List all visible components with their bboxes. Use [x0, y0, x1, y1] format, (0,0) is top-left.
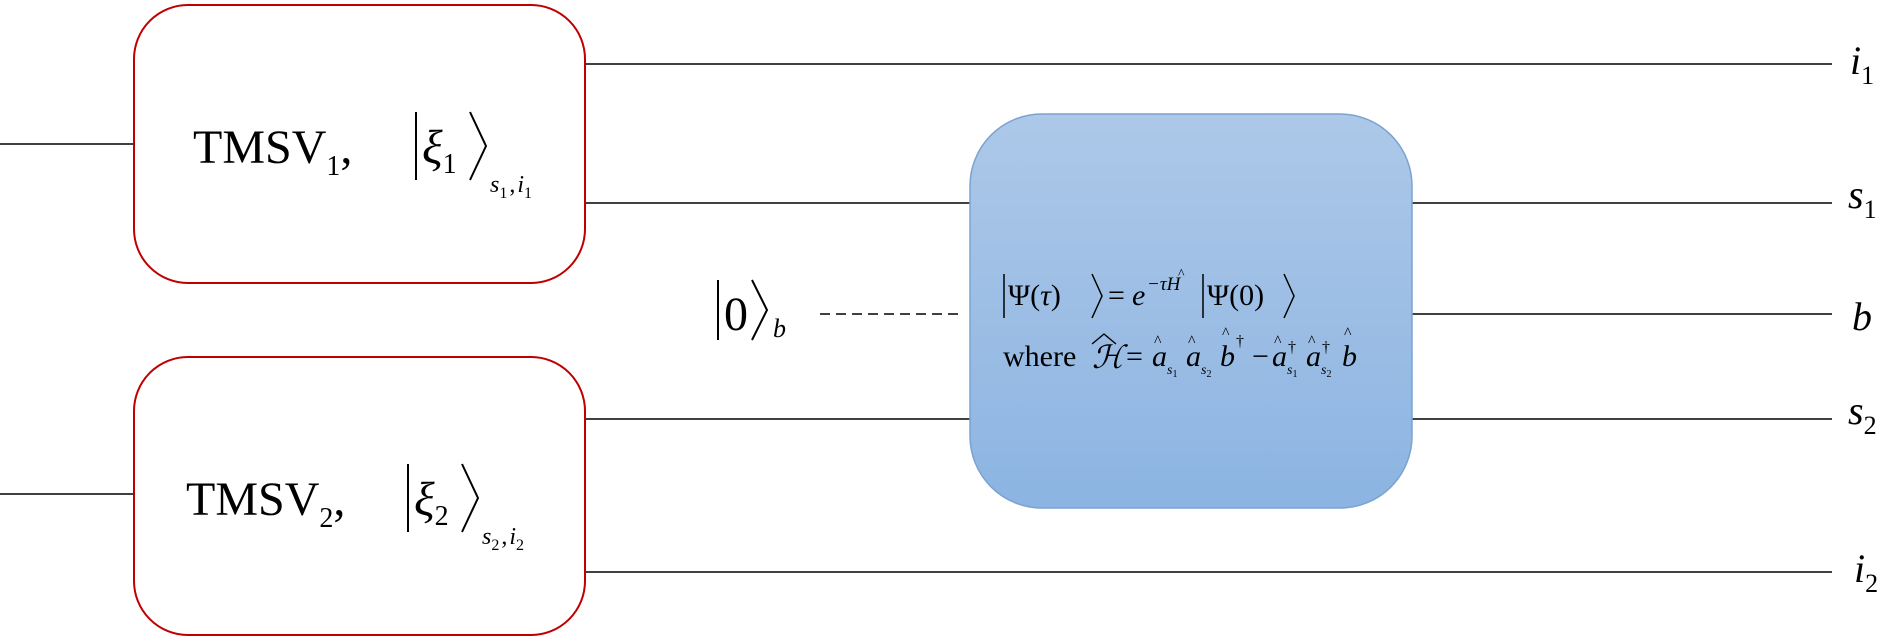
term-a-s1-hat: ^	[1154, 333, 1162, 350]
tmsv-1-label: TMSV1,	[193, 121, 352, 182]
output-label-s2: s2	[1848, 388, 1877, 440]
term-adag-s1: a	[1272, 340, 1287, 373]
term-adag-s1-dagger: †	[1288, 339, 1296, 356]
term-a-s1-sub: s1	[1167, 363, 1177, 380]
ket-1-subscript: s1,i1	[490, 172, 532, 202]
term-a-s2: a	[1186, 340, 1201, 373]
vacuum-ket-angle	[751, 279, 769, 341]
tmsv-2-label: TMSV2,	[186, 473, 345, 534]
eq-equals-1: =	[1108, 279, 1125, 312]
term-b: b	[1220, 340, 1235, 373]
term-b-final: b	[1342, 340, 1357, 373]
eq-psi-tau: Ψ(τ)	[1008, 279, 1061, 312]
term-b-dagger: †	[1236, 333, 1244, 350]
output-label-s1: s1	[1848, 172, 1877, 224]
hamiltonian-symbol: ℋ	[1092, 339, 1128, 375]
tmsv-box-2-frame	[133, 356, 586, 636]
output-label-i2: i2	[1854, 546, 1878, 598]
ket-1-xi: ξ1	[422, 121, 457, 180]
ket-2-subscript: s2,i2	[482, 524, 524, 554]
eq-ket-angle-1	[1091, 273, 1103, 319]
hamiltonian-hat	[1091, 333, 1117, 345]
evolution-equation: Ψ(τ) = e −τH ^ Ψ(0)	[1003, 267, 1295, 319]
term-b-final-hat: ^	[1344, 325, 1352, 342]
vacuum-state-ket: 0 b	[717, 279, 786, 343]
output-label-b: b	[1852, 294, 1872, 339]
ket-1-angle	[469, 111, 488, 181]
tmsv-box-2: TMSV2, ξ2 s2,i2	[133, 356, 586, 636]
eq-exponent-hat: ^	[1178, 267, 1185, 282]
vacuum-ket-value: 0	[724, 288, 748, 341]
eq-exponent: −τH	[1147, 274, 1182, 295]
term-adag-s2-hat: ^	[1308, 333, 1316, 350]
term-a-s2-sub: s2	[1201, 363, 1211, 380]
tmsv-box-1-frame	[133, 4, 586, 284]
evolution-box-frame	[969, 113, 1413, 509]
eq-minus: −	[1252, 340, 1269, 373]
where-label: where	[1003, 340, 1076, 373]
eq-psi-zero: Ψ(0)	[1207, 279, 1264, 312]
evolution-box: Ψ(τ) = e −τH ^ Ψ(0) where ℋ = a ^ s1 a ^…	[969, 113, 1413, 509]
term-b-hat: ^	[1222, 325, 1230, 342]
term-a-s1: a	[1152, 340, 1167, 373]
term-adag-s2-sub: s2	[1321, 363, 1331, 380]
output-label-i1: i1	[1850, 38, 1874, 90]
eq-equals-2: =	[1126, 340, 1143, 373]
ket-2-xi: ξ2	[414, 473, 449, 532]
eq-ket-angle-2	[1283, 273, 1295, 319]
ket-2-angle	[461, 463, 480, 533]
term-adag-s2-dagger: †	[1322, 339, 1330, 356]
term-adag-s2: a	[1306, 340, 1321, 373]
tmsv-box-1: TMSV1, ξ1 s1,i1	[133, 4, 586, 284]
term-adag-s1-sub: s1	[1287, 363, 1297, 380]
hamiltonian-equation: where ℋ = a ^ s1 a ^ s2 b ^ † − a ^ † s1…	[1003, 325, 1357, 380]
vacuum-ket-mode: b	[773, 314, 786, 343]
term-adag-s1-hat: ^	[1274, 333, 1282, 350]
eq-e: e	[1132, 279, 1145, 312]
term-a-s2-hat: ^	[1188, 333, 1196, 350]
